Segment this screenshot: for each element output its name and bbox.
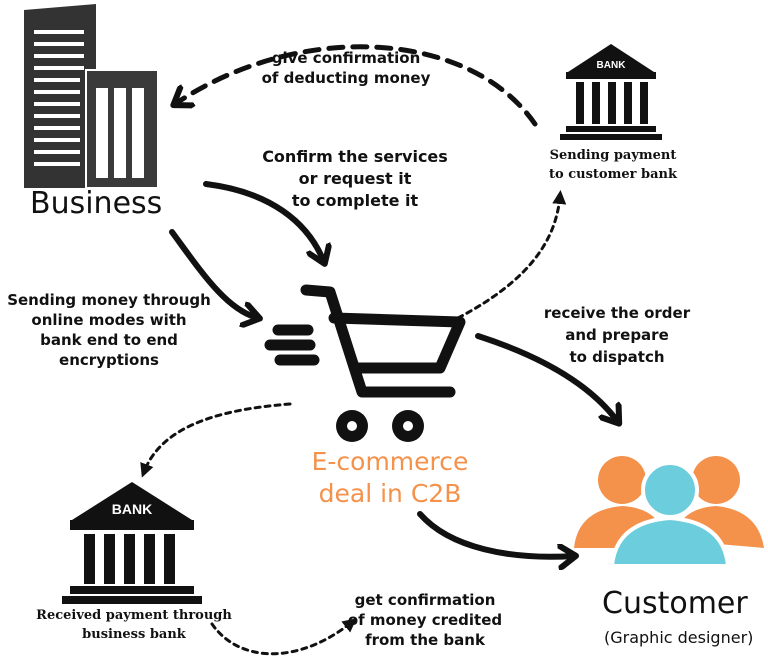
receive-order-text: receive the order and prepare to dispatc… [543, 304, 691, 366]
get-confirmation-text: get confirmation of money credited from … [347, 591, 503, 649]
bank-icon [560, 44, 662, 140]
received-payment-text: Received payment through business bank [36, 608, 232, 642]
arrow-business-bank [140, 402, 292, 478]
bank-icon [62, 482, 202, 604]
arrow-sending-money [169, 229, 258, 318]
arrow-give-confirmation [175, 44, 538, 127]
cart-wheels [336, 410, 424, 442]
customer-group-icon [574, 456, 764, 568]
building-icon [24, 4, 159, 189]
arrow-deal-customer [417, 511, 574, 557]
bank-top-label: BANK [597, 60, 627, 71]
customer-label: Customer [602, 586, 748, 621]
arrow-receive-order [475, 333, 618, 422]
arrow-sending-payment [456, 190, 567, 320]
give-confirmation-text: give confirmation of deducting money [261, 49, 431, 87]
shopping-cart-icon [264, 284, 466, 398]
confirm-services-text: Confirm the services or request it to co… [262, 147, 448, 210]
arrow-get-confirmation [210, 618, 357, 656]
arrow-confirm-services [203, 181, 324, 262]
center-title: E-commerce deal in C2B [311, 447, 469, 508]
sending-money-text: Sending money through online modes with … [7, 291, 211, 369]
bank-bottom-label: BANK [112, 501, 152, 517]
sending-payment-text: Sending payment to customer bank [549, 148, 677, 182]
customer-sublabel: (Graphic designer) [604, 628, 754, 647]
business-label: Business [30, 186, 163, 221]
